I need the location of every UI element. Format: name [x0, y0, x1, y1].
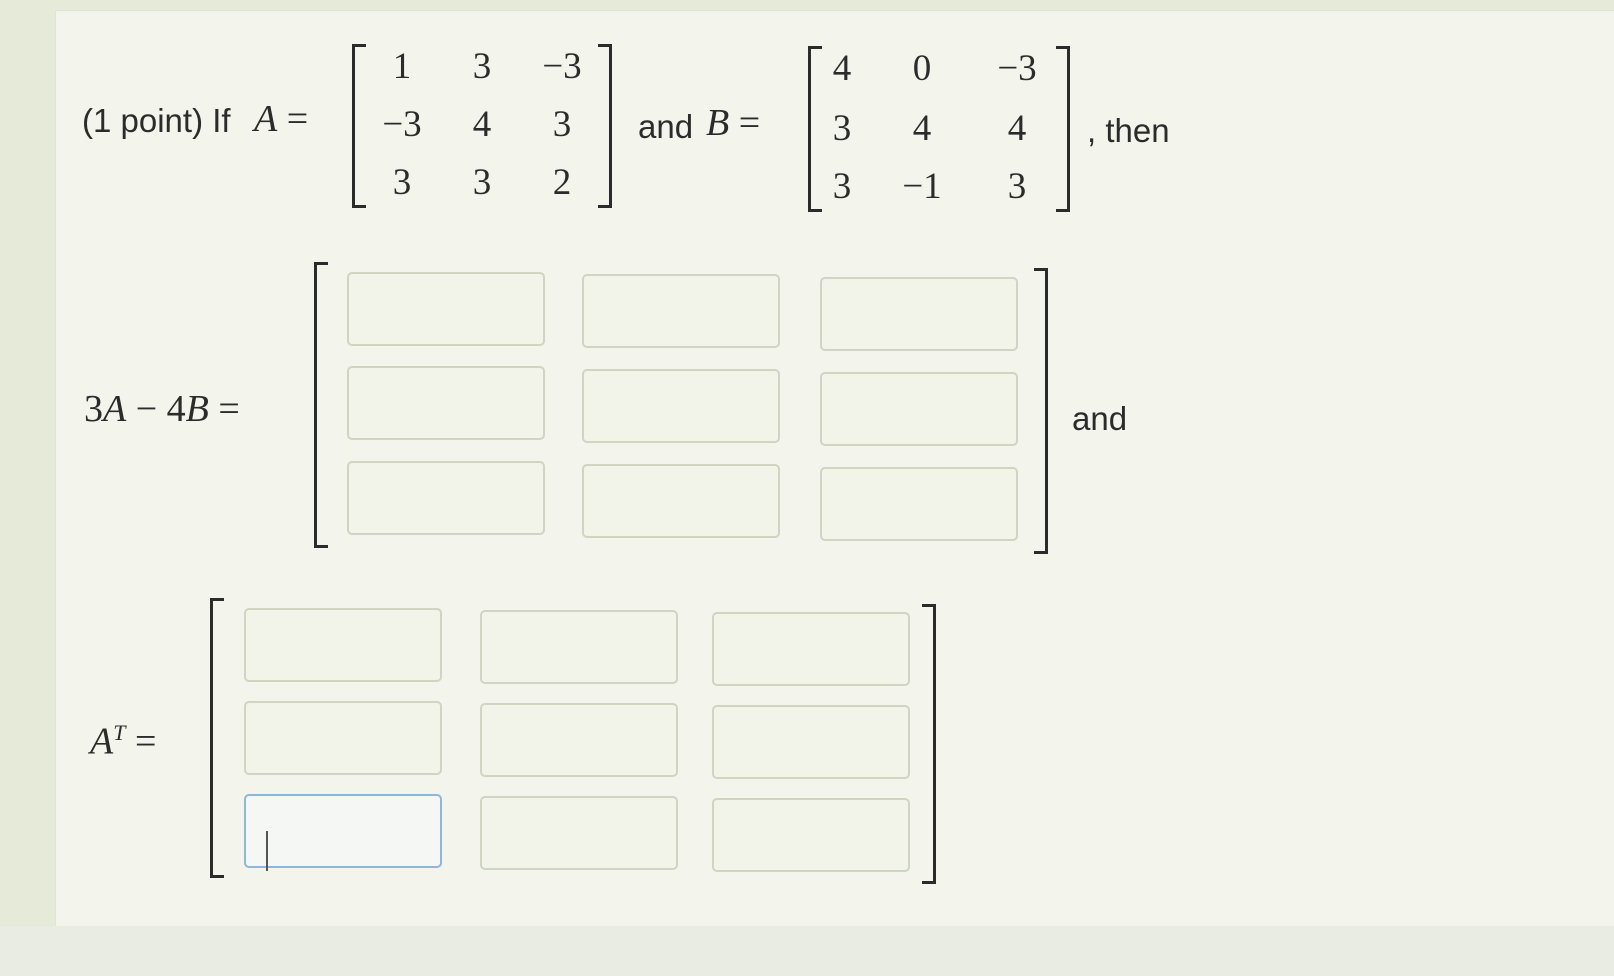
text-cursor	[266, 831, 268, 871]
matrix-b-cell: −3	[997, 48, 1037, 89]
matrix-a-name: A =	[254, 98, 309, 140]
bottom-strip	[0, 926, 1614, 976]
matrix-a-cell: −3	[542, 46, 582, 87]
answer-2-r2c3-input[interactable]	[712, 705, 910, 779]
answer-2-r2c2-input[interactable]	[480, 703, 678, 777]
then-label: , then	[1087, 112, 1170, 149]
expression-a-transpose: AT =	[90, 720, 157, 763]
answer-2-r3c1-input[interactable]	[244, 794, 442, 868]
matrix-b-right-bracket	[1056, 46, 1070, 212]
matrix-b-cell: 4	[912, 108, 932, 149]
matrix-a-cell: 3	[472, 162, 492, 203]
matrix-a-cell: 2	[552, 162, 572, 203]
matrix-b-name: B =	[706, 102, 761, 144]
answer-2-r1c3-input[interactable]	[712, 612, 910, 686]
answer-1-r3c3-input[interactable]	[820, 467, 1018, 541]
answer-2-r3c3-input[interactable]	[712, 798, 910, 872]
answer-matrix-2-left-bracket	[210, 598, 224, 878]
matrix-a-cell: −3	[382, 104, 422, 145]
matrix-b-cell: −1	[902, 166, 942, 207]
answer-matrix-1-right-bracket	[1034, 268, 1048, 554]
matrix-a-cell: 3	[472, 46, 492, 87]
answer-matrix-2-right-bracket	[922, 604, 936, 884]
answer-1-r3c1-input[interactable]	[347, 461, 545, 535]
matrix-a-cell: 1	[392, 46, 412, 87]
matrix-a-right-bracket	[598, 44, 612, 208]
answer-2-r2c1-input[interactable]	[244, 701, 442, 775]
expression-3a-minus-4b: 3A − 4B =	[84, 388, 240, 430]
matrix-b-cell: 3	[832, 166, 852, 207]
answer-1-r1c1-input[interactable]	[347, 272, 545, 346]
answer-2-r1c2-input[interactable]	[480, 610, 678, 684]
answer-1-r1c2-input[interactable]	[582, 274, 780, 348]
matrix-b-left-bracket	[808, 46, 822, 212]
answer-1-r3c2-input[interactable]	[582, 464, 780, 538]
answer-1-r2c2-input[interactable]	[582, 369, 780, 443]
answer-2-r3c2-input[interactable]	[480, 796, 678, 870]
matrix-a-cell: 3	[392, 162, 412, 203]
matrix-a-cell: 3	[552, 104, 572, 145]
answer-1-r1c3-input[interactable]	[820, 277, 1018, 351]
answer-2-r1c1-input[interactable]	[244, 608, 442, 682]
matrix-b-cell: 0	[912, 48, 932, 89]
answer-1-r2c1-input[interactable]	[347, 366, 545, 440]
and-label: and	[638, 108, 694, 145]
points-label: (1 point) If	[82, 102, 231, 139]
matrix-a-cell: 4	[472, 104, 492, 145]
answer-1-r2c3-input[interactable]	[820, 372, 1018, 446]
matrix-b-cell: 3	[1007, 166, 1027, 207]
matrix-a-left-bracket	[352, 44, 366, 208]
answer-matrix-1-left-bracket	[314, 262, 328, 548]
matrix-b-cell: 4	[1007, 108, 1027, 149]
and-after-label: and	[1072, 400, 1128, 437]
matrix-b-cell: 3	[832, 108, 852, 149]
matrix-b-cell: 4	[832, 48, 852, 89]
